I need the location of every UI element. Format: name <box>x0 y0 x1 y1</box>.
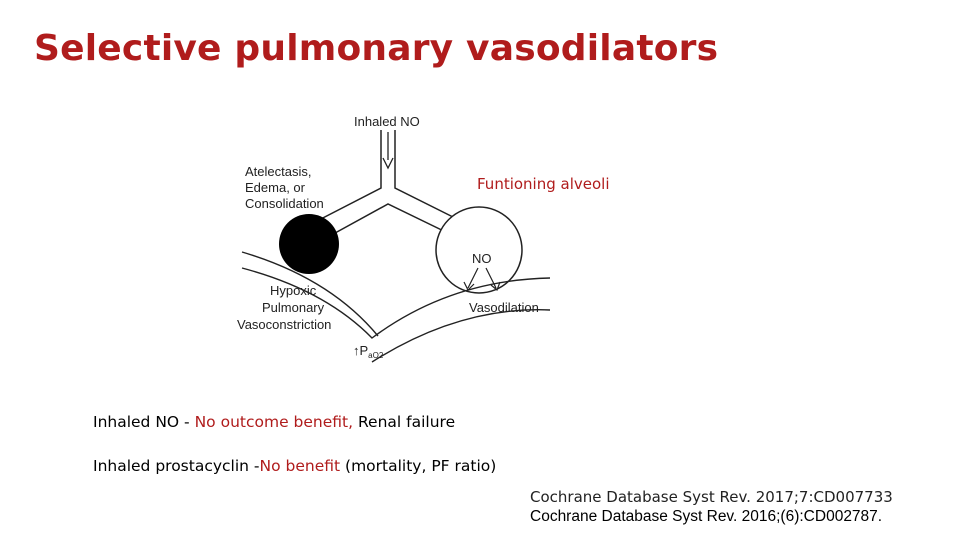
vasodilation-label: Vasodilation <box>469 300 539 315</box>
airway-outline <box>314 130 464 239</box>
vessel-wall-outer <box>241 251 379 337</box>
bullet-inhaled-no: Inhaled NO - No outcome benefit, Renal f… <box>93 413 455 431</box>
vasodilation-diagram: Inhaled NO Atelectasis, Edema, or Consol… <box>220 100 640 380</box>
hpv-label-line2: Pulmonary <box>262 300 325 315</box>
collapsed-label-line2: Edema, or <box>245 180 306 195</box>
reference-1: Cochrane Database Syst Rev. 2017;7:CD007… <box>530 488 893 506</box>
vessel-wall-inner <box>241 267 551 339</box>
no-label: NO <box>472 251 492 266</box>
inhaled-no-label: Inhaled NO <box>354 114 420 129</box>
collapsed-label-line1: Atelectasis, <box>245 164 311 179</box>
bullet-1-lead: Inhaled NO - <box>93 413 195 431</box>
diagram-svg: Inhaled NO Atelectasis, Edema, or Consol… <box>237 114 551 363</box>
collapsed-label-line3: Consolidation <box>245 196 324 211</box>
collapsed-alveolus <box>279 214 339 274</box>
pao2-label: ↑PaO2 <box>353 343 384 360</box>
references: Cochrane Database Syst Rev. 2017;7:CD007… <box>530 487 893 527</box>
bullet-2-highlight: No benefit <box>259 457 341 475</box>
bullet-1-highlight: No outcome benefit, <box>194 413 354 431</box>
hpv-label-line3: Vasoconstriction <box>237 317 331 332</box>
pao2-subscript: aO2 <box>368 351 384 360</box>
hpv-label-line1: Hypoxic <box>270 283 317 298</box>
functioning-alveolus <box>435 206 523 294</box>
bullet-1-rest: Renal failure <box>353 413 456 431</box>
pao2-arrow-text: ↑P <box>353 343 368 358</box>
functioning-alveoli-callout: Funtioning alveoli <box>477 175 610 193</box>
reference-2: Cochrane Database Syst Rev. 2016;(6):CD0… <box>530 508 883 525</box>
bullet-inhaled-prostacyclin: Inhaled prostacyclin -No benefit (mortal… <box>93 457 496 475</box>
bullet-2-lead: Inhaled prostacyclin - <box>93 457 260 475</box>
bullet-2-rest: (mortality, PF ratio) <box>340 457 497 475</box>
vessel-wall-lower <box>371 309 551 363</box>
slide-title: Selective pulmonary vasodilators <box>34 28 719 69</box>
inhaled-no-arrowhead <box>382 157 394 170</box>
